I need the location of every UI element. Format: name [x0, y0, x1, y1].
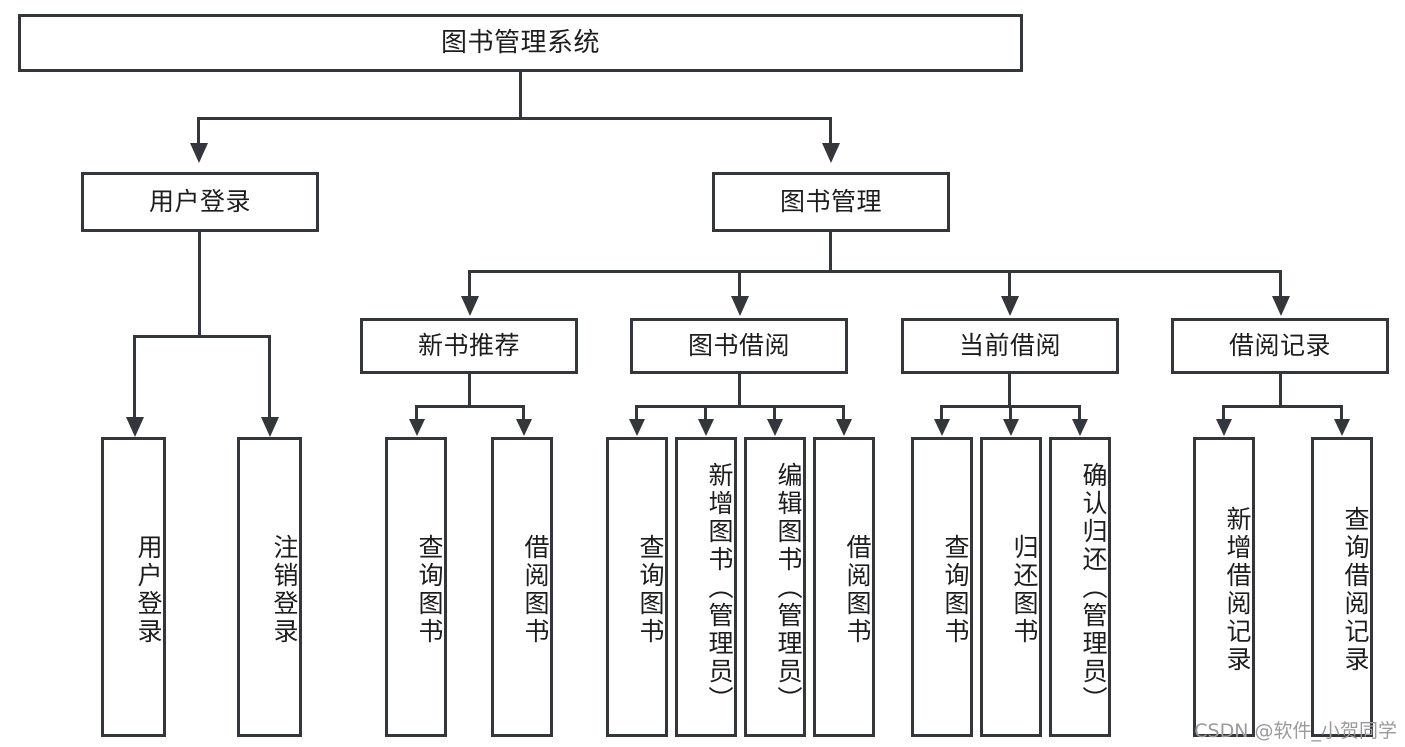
node-root-system[interactable]: 图书管理系统 [18, 14, 1023, 72]
node-label: 新书推荐 [417, 331, 520, 361]
node-label: 用户登录 [134, 534, 163, 646]
node-book-management[interactable]: 图书管理 [712, 172, 950, 232]
node-label: 查询图书 [941, 534, 970, 646]
arrowhead-borrow-record-leaf-2 [1334, 419, 1350, 436]
leaf-current-borrow-return[interactable]: 归还图书 [980, 437, 1042, 737]
connector-new-book-drop-2 [522, 405, 525, 420]
node-label: 图书借阅 [687, 331, 790, 361]
arrowhead-user-login-leaf-1 [126, 417, 144, 437]
connector-current-borrow-drop-3 [1078, 405, 1081, 420]
node-label: 借阅图书 [521, 534, 550, 646]
connector-root-bar [197, 117, 832, 120]
connector-root-to-user-login [197, 117, 200, 143]
node-label: 查询图书 [636, 534, 665, 646]
leaf-user-login-logout[interactable]: 注销登录 [237, 437, 302, 737]
connector-book-borrow-drop-1 [635, 405, 638, 420]
node-book-borrow[interactable]: 图书借阅 [630, 318, 848, 374]
node-label: 新增图书（管理员） [705, 462, 734, 714]
leaf-current-borrow-query[interactable]: 查询图书 [911, 437, 973, 737]
arrowhead-root-to-user-login [190, 143, 208, 163]
connector-current-borrow-drop-2 [1009, 405, 1012, 420]
csdn-watermark: CSDN @软件_小贺同学 [1194, 720, 1397, 742]
leaf-user-login-login[interactable]: 用户登录 [101, 437, 166, 737]
arrowhead-book-mgmt-child-2 [731, 296, 749, 316]
connector-new-book-bar [415, 405, 525, 408]
connector-book-borrow-bar [635, 405, 845, 408]
arrowhead-new-book-leaf-1 [409, 419, 425, 436]
connector-book-borrow-stem [738, 374, 741, 405]
node-label: 当前借阅 [958, 331, 1061, 361]
leaf-book-borrow-add[interactable]: 新增图书（管理员） [675, 437, 737, 737]
connector-new-book-drop-1 [415, 405, 418, 420]
connector-new-book-stem [468, 374, 471, 405]
arrowhead-book-mgmt-child-4 [1272, 296, 1290, 316]
connector-book-borrow-drop-2 [704, 405, 707, 420]
arrowhead-current-borrow-leaf-2 [1003, 419, 1019, 436]
node-new-book-recommend[interactable]: 新书推荐 [360, 318, 578, 374]
leaf-book-borrow-query[interactable]: 查询图书 [606, 437, 668, 737]
connector-book-mgmt-drop-4 [1279, 270, 1282, 298]
node-current-borrow[interactable]: 当前借阅 [901, 318, 1119, 374]
connector-book-mgmt-stem [829, 232, 832, 270]
connector-borrow-record-drop-2 [1340, 405, 1343, 420]
node-label: 借阅记录 [1228, 331, 1331, 361]
leaf-current-borrow-confirm[interactable]: 确认归还（管理员） [1049, 437, 1111, 737]
leaf-borrow-record-query[interactable]: 查询借阅记录 [1311, 437, 1373, 737]
connector-user-login-stem [198, 232, 201, 335]
arrowhead-book-borrow-leaf-2 [698, 419, 714, 436]
connector-book-borrow-drop-4 [842, 405, 845, 420]
connector-root-to-book-mgmt [829, 117, 832, 143]
connector-current-borrow-stem [1008, 374, 1011, 405]
node-label: 查询借阅记录 [1341, 506, 1370, 674]
connector-user-login-bar [133, 335, 270, 338]
arrowhead-new-book-leaf-2 [516, 419, 532, 436]
node-label: 确认归还（管理员） [1079, 462, 1108, 714]
arrowhead-user-login-leaf-2 [261, 417, 279, 437]
leaf-book-borrow-borrow[interactable]: 借阅图书 [813, 437, 875, 737]
node-label: 用户登录 [148, 187, 251, 217]
connector-user-login-drop-1 [133, 335, 136, 419]
arrowhead-book-mgmt-child-1 [461, 296, 479, 316]
leaf-new-book-query[interactable]: 查询图书 [385, 437, 447, 737]
node-label: 归还图书 [1010, 534, 1039, 646]
connector-borrow-record-drop-1 [1222, 405, 1225, 420]
arrowhead-book-borrow-leaf-4 [836, 419, 852, 436]
node-label: 编辑图书（管理员） [774, 462, 803, 714]
connector-book-mgmt-drop-1 [468, 270, 471, 298]
connector-borrow-record-bar [1222, 405, 1342, 408]
connector-book-mgmt-drop-3 [1008, 270, 1011, 298]
node-label: 图书管理系统 [440, 27, 600, 58]
node-label: 注销登录 [270, 534, 299, 646]
node-borrow-record[interactable]: 借阅记录 [1171, 318, 1389, 374]
leaf-book-borrow-edit[interactable]: 编辑图书（管理员） [744, 437, 806, 737]
arrowhead-borrow-record-leaf-1 [1216, 419, 1232, 436]
connector-borrow-record-stem [1279, 374, 1282, 405]
arrowhead-book-borrow-leaf-1 [629, 419, 645, 436]
connector-user-login-drop-2 [268, 335, 271, 419]
node-label: 图书管理 [779, 187, 882, 217]
arrowhead-book-mgmt-child-3 [1001, 296, 1019, 316]
arrowhead-root-to-book-mgmt [822, 143, 840, 163]
arrowhead-current-borrow-leaf-3 [1072, 419, 1088, 436]
node-label: 借阅图书 [843, 534, 872, 646]
arrowhead-current-borrow-leaf-1 [934, 419, 950, 436]
arrowhead-book-borrow-leaf-3 [767, 419, 783, 436]
node-user-login[interactable]: 用户登录 [81, 172, 319, 232]
connector-current-borrow-drop-1 [940, 405, 943, 420]
leaf-borrow-record-add[interactable]: 新增借阅记录 [1193, 437, 1255, 737]
node-label: 新增借阅记录 [1223, 506, 1252, 674]
node-label: 查询图书 [415, 534, 444, 646]
leaf-new-book-borrow[interactable]: 借阅图书 [491, 437, 553, 737]
connector-root-stem [519, 72, 522, 117]
connector-book-borrow-drop-3 [773, 405, 776, 420]
connector-book-mgmt-drop-2 [738, 270, 741, 298]
connector-book-mgmt-bar [468, 270, 1282, 273]
